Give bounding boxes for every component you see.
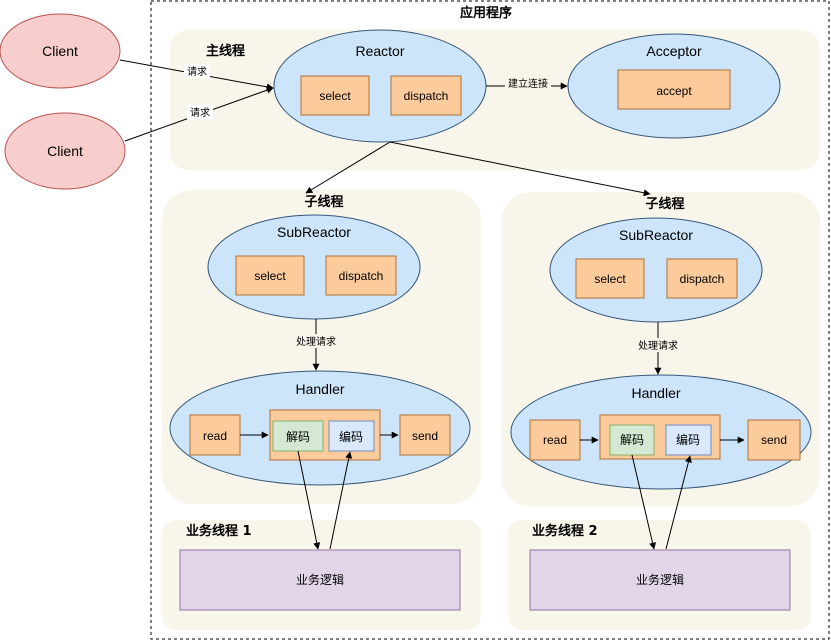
- subreactor-select-box-2: [575, 258, 645, 299]
- main-thread-title: 主线程: [206, 43, 245, 59]
- request-label-bg-1: [184, 64, 210, 78]
- process-label-bg-1: [291, 334, 341, 348]
- client-label-1: Client: [42, 43, 78, 59]
- decode-to-biz-arrow-1: [297, 450, 321, 550]
- subreactor-label-1: SubReactor: [277, 224, 351, 240]
- process-label-1: 处理请求: [296, 335, 336, 348]
- connect-label: 建立连接: [508, 77, 548, 90]
- subreactor-select-box-1: [235, 255, 305, 296]
- biz-to-encode-arrow-2: [665, 455, 692, 550]
- handler-send-label-2: send: [761, 433, 787, 447]
- biz-logic-box-2: [529, 549, 791, 611]
- app-title: 应用程序: [460, 5, 512, 21]
- decode-to-biz-arrow-2: [631, 454, 656, 550]
- biz-logic-box-1: [179, 549, 461, 611]
- biz-thread-title-2: 业务线程 2: [532, 523, 598, 539]
- request-label-bg-2: [187, 105, 213, 119]
- handler-decode-label-2: 解码: [620, 433, 644, 447]
- reactor-select-label: select: [319, 89, 351, 103]
- handler-read-box-2: [529, 419, 581, 461]
- reactor-dispatch-box: [390, 75, 462, 116]
- reactor-to-sub-arrow-2: [389, 141, 651, 197]
- client-label-2: Client: [47, 143, 83, 159]
- subreactor-dispatch-label-1: dispatch: [339, 269, 384, 283]
- handler-encode-label-2: 编码: [676, 432, 700, 447]
- handler-read-label-2: read: [543, 433, 567, 447]
- reactor-label: Reactor: [355, 43, 404, 59]
- handler-encode-box-1: [328, 420, 375, 452]
- subreactor-dispatch-box-2: [666, 258, 738, 299]
- client-node-1: [0, 13, 121, 89]
- client-node-2: [4, 112, 126, 190]
- subreactor-label-2: SubReactor: [619, 227, 693, 243]
- sub-thread-title-1: 子线程: [304, 194, 343, 210]
- request-label-2: 请求: [190, 106, 210, 119]
- handler-encode-label-1: 编码: [339, 429, 363, 444]
- handler-read-label-1: read: [203, 429, 227, 443]
- handler-decode-label-1: 解码: [286, 430, 310, 444]
- request-label-1: 请求: [187, 65, 207, 78]
- handler-label-1: Handler: [295, 381, 344, 397]
- process-label-2: 处理请求: [638, 339, 678, 352]
- sub-thread-title-2: 子线程: [645, 196, 684, 212]
- handler-send-box-2: [747, 419, 801, 461]
- handler-encode-box-2: [665, 424, 712, 456]
- app-boundary: [150, 0, 830, 640]
- biz-to-encode-arrow-1: [329, 451, 353, 550]
- process-label-bg-2: [633, 338, 683, 352]
- subreactor-dispatch-label-2: dispatch: [680, 272, 725, 286]
- reactor-select-box: [300, 75, 370, 116]
- reactor-dispatch-label: dispatch: [404, 89, 449, 103]
- subreactor-select-label-1: select: [254, 269, 286, 283]
- connect-label-bg: [505, 76, 551, 91]
- acceptor-accept-label: accept: [656, 84, 692, 98]
- biz-logic-label-1: 业务逻辑: [296, 572, 344, 587]
- subreactor-select-label-2: select: [594, 272, 626, 286]
- biz-thread-title-1: 业务线程 1: [186, 523, 252, 539]
- handler-send-label-1: send: [412, 429, 438, 443]
- acceptor-accept-box: [617, 69, 731, 110]
- subreactor-dispatch-box-1: [325, 255, 397, 296]
- handler-decode-box-1: [272, 420, 324, 452]
- reactor-to-sub-arrow-1: [305, 141, 391, 194]
- biz-logic-label-2: 业务逻辑: [636, 572, 684, 587]
- handler-send-box-1: [399, 414, 451, 456]
- acceptor-label: Acceptor: [646, 43, 702, 59]
- handler-label-2: Handler: [631, 385, 680, 401]
